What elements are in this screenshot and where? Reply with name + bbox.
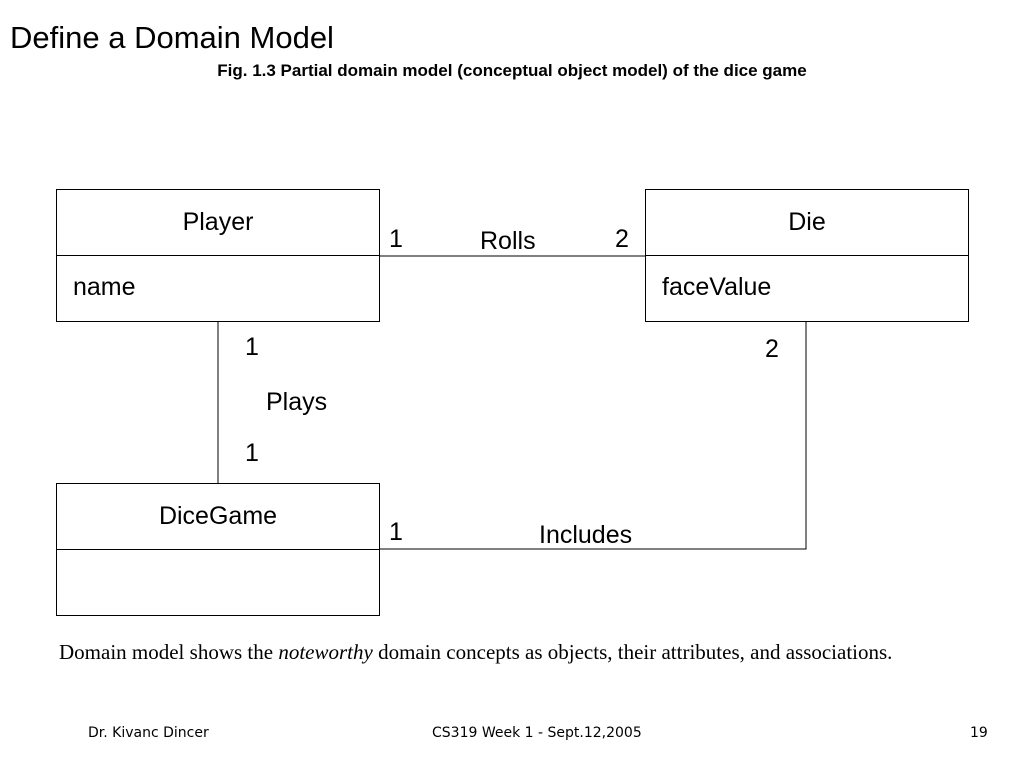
rolls-multiplicity-player: 1 — [389, 225, 403, 253]
player-class-name: Player — [57, 190, 379, 256]
plays-label: Plays — [266, 388, 328, 416]
player-class-attribute: name — [73, 273, 136, 301]
player-class: Player name — [56, 189, 380, 322]
footer-course: CS319 Week 1 - Sept.12,2005 — [432, 725, 642, 741]
rolls-multiplicity-die: 2 — [615, 225, 629, 253]
die-class-name: Die — [646, 190, 968, 256]
die-class-attribute: faceValue — [662, 273, 772, 301]
explanation-emphasis: noteworthy — [278, 640, 373, 664]
includes-multiplicity-die: 2 — [765, 335, 779, 363]
dicegame-class-attribute — [57, 550, 379, 615]
explanation-text-before: Domain model shows the — [59, 640, 279, 664]
die-class: Die faceValue — [645, 189, 969, 322]
plays-multiplicity-dicegame: 1 — [245, 439, 259, 467]
footer-author: Dr. Kivanc Dincer — [88, 725, 209, 741]
includes-association-line — [380, 322, 807, 550]
dicegame-class-name: DiceGame — [57, 484, 379, 550]
figure-caption: Fig. 1.3 Partial domain model (conceptua… — [217, 61, 807, 80]
explanation-text-after: domain concepts as objects, their attrib… — [372, 640, 893, 664]
plays-multiplicity-player: 1 — [245, 333, 259, 361]
rolls-label: Rolls — [480, 227, 536, 255]
footer-page-number: 19 — [970, 725, 988, 741]
dicegame-class: DiceGame — [56, 483, 380, 616]
explanation-paragraph: Domain model shows the noteworthy domain… — [59, 637, 979, 668]
includes-multiplicity-dicegame: 1 — [389, 518, 403, 546]
includes-label: Includes — [539, 521, 633, 549]
slide-title: Define a Domain Model — [10, 20, 334, 55]
